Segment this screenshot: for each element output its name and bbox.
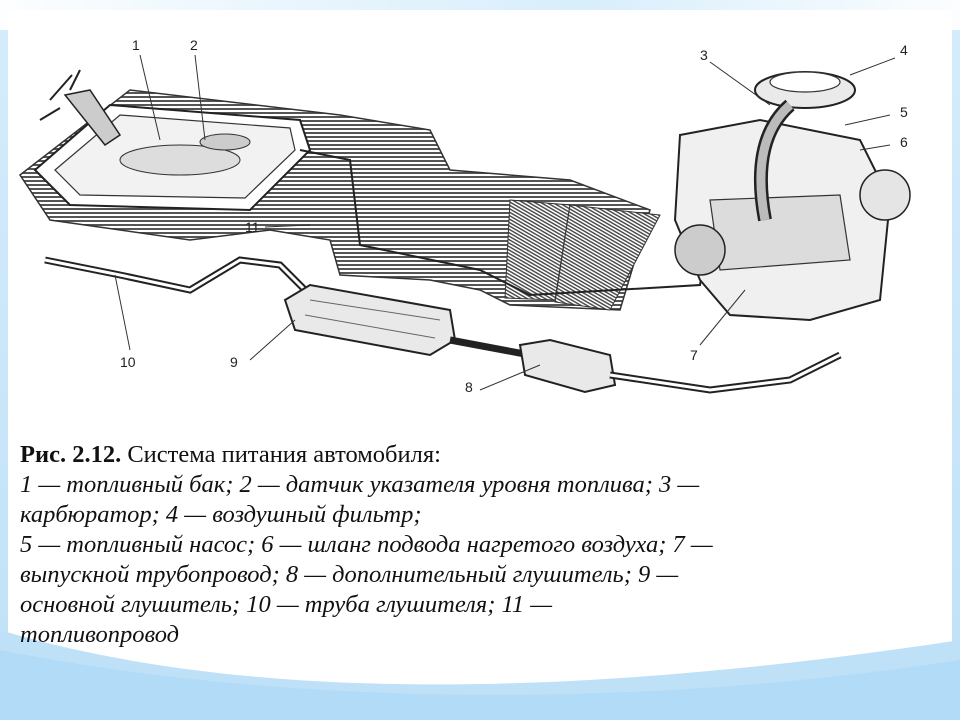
callout-3: 3 [700,47,708,63]
callout-4: 4 [900,42,908,58]
legend-line-6: топливопровод [20,621,180,648]
callout-1: 1 [132,37,140,53]
callout-9: 9 [230,354,238,370]
caption-heading: Рис. 2.12. Система питания автомобиля: [20,440,940,470]
callout-2: 2 [190,37,198,53]
legend-line-1: 1 — топливный бак; 2 — датчик указателя … [20,471,700,498]
callout-6: 6 [900,134,908,150]
legend-line-5: основной глушитель; 10 — труба глушителя… [20,591,553,618]
figure-number: Рис. 2.12. [20,441,122,468]
figure-caption: Рис. 2.12. Система питания автомобиля: 1… [20,440,940,650]
exhaust-tail-pipe [44,256,313,298]
legend-line-4: выпускной трубопровод; 8 — дополнительны… [20,561,679,588]
legend-line-2: карбюратор; 4 — воздушный фильтр; [20,501,422,528]
secondary-muffler [449,336,842,394]
main-muffler [283,283,457,357]
callout-10: 10 [120,354,136,370]
filler-neck [39,69,122,147]
callout-5: 5 [900,104,908,120]
callout-11: 11 [245,219,260,235]
engine [673,71,911,322]
callout-7: 7 [690,347,698,363]
callouts [114,54,896,391]
bottom-wave-decoration [0,630,960,720]
figure-title: Система питания автомобиля: [127,441,441,468]
fuel-system-diagram: 1 2 3 4 5 6 7 8 9 10 11 [18,37,911,395]
callout-8: 8 [465,379,473,395]
legend-line-3: 5 — топливный насос; 6 — шланг подвода н… [20,531,713,558]
